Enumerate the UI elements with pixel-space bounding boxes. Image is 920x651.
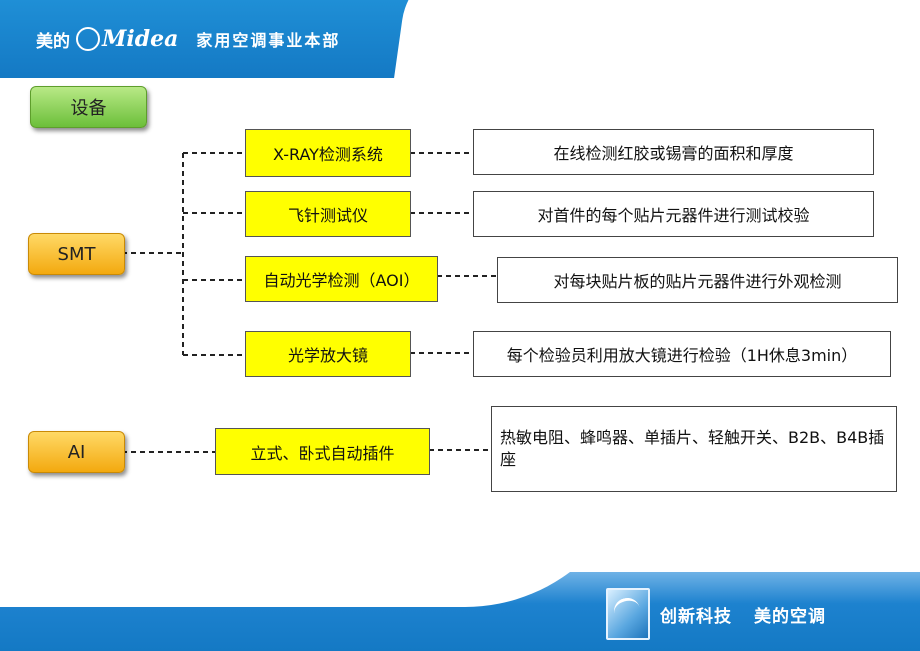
description-flying-probe: 对首件的每个贴片元器件进行测试校验: [473, 191, 874, 237]
footer-curve: [0, 572, 640, 607]
equipment-xray: X-RAY检测系统: [245, 129, 411, 177]
brand-logo: Midea: [102, 26, 179, 52]
description-magnifier: 每个检验员利用放大镜进行检验（1H休息3min）: [473, 331, 891, 377]
description-xray: 在线检测红胶或锡膏的面积和厚度: [473, 129, 874, 175]
header-banner: 美的 Midea 家用空调事业本部: [0, 0, 920, 78]
equipment-magnifier: 光学放大镜: [245, 331, 411, 377]
creator-logo-icon: [606, 588, 650, 640]
equipment-flying-probe: 飞针测试仪: [245, 191, 411, 237]
footer-slogan: 创新科技 美的空调: [660, 602, 826, 627]
root-equipment-label: 设备: [30, 86, 147, 128]
description-auto-insertion: 热敏电阻、蜂鸣器、单插片、轻触开关、B2B、B4B插座: [491, 406, 897, 492]
slogan-innovation: 创新科技: [660, 607, 732, 627]
footer-banner: 创新科技 美的空调: [0, 572, 920, 651]
brand-cn: 美的: [36, 31, 70, 52]
description-aoi: 对每块贴片板的贴片元器件进行外观检测: [497, 257, 898, 303]
division-name: 家用空调事业本部: [196, 31, 341, 50]
midea-logo-icon: [76, 27, 100, 51]
equipment-aoi: 自动光学检测（AOI）: [245, 256, 438, 302]
slogan-brand: 美的空调: [754, 607, 826, 627]
equipment-auto-insertion: 立式、卧式自动插件: [215, 428, 430, 475]
category-smt: SMT: [28, 233, 125, 275]
brand: 美的 Midea 家用空调事业本部: [36, 26, 340, 52]
category-ai: AI: [28, 431, 125, 473]
